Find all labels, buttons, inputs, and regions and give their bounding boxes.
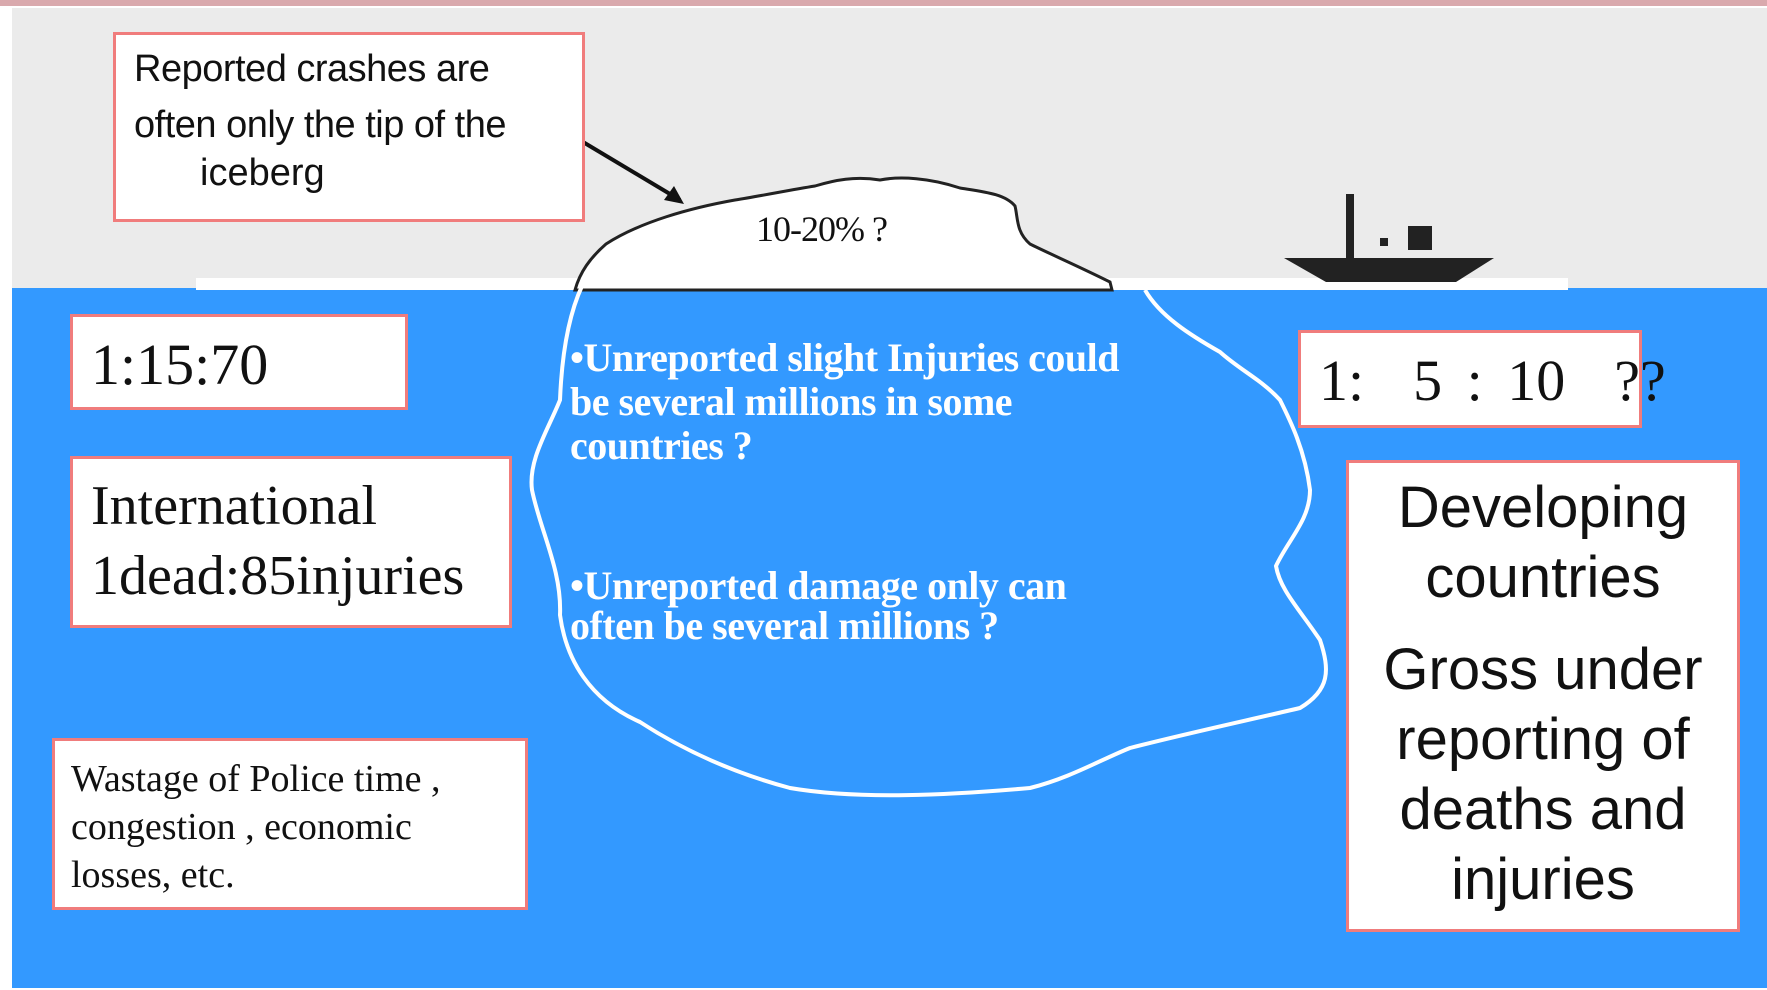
developing-countries-box: Developing countries Gross under reporti… [1346, 460, 1740, 932]
international-ratio-box: International 1dead:85injuries [70, 456, 512, 628]
callout-line-3: iceberg [200, 152, 325, 194]
callout-line-1: Reported crashes are [134, 48, 490, 90]
developing-body-line-1: Gross under [1383, 637, 1703, 702]
developing-body-line-3: deaths and [1399, 777, 1687, 842]
developing-heading: Developing countries [1349, 473, 1737, 613]
international-line-1: International [91, 475, 378, 537]
ratio-box-left: 1:15:70 [70, 314, 408, 410]
iceberg-tip [573, 176, 1114, 292]
callout-line-2: often only the tip of the [134, 104, 507, 146]
developing-body: Gross under reporting of deaths and inju… [1349, 635, 1737, 915]
unreported-injuries-line-2: be several millions in some [570, 379, 1013, 424]
ship-icon [1284, 194, 1494, 282]
developing-heading-line-2: countries [1425, 545, 1661, 610]
callout-tip-of-iceberg: Reported crashes are often only the tip … [113, 32, 585, 222]
unreported-damage-text: •Unreported damage only can often be sev… [570, 566, 1210, 646]
wastage-line-3: losses, etc. [71, 854, 235, 896]
wastage-line-2: congestion , economic [71, 806, 412, 848]
unreported-injuries-text: •Unreported slight Injuries could be sev… [570, 336, 1210, 468]
wastage-box: Wastage of Police time , congestion , ec… [52, 738, 528, 910]
unreported-damage-line-1: •Unreported damage only can [570, 563, 1067, 608]
iceberg-underwater-outline [529, 285, 1328, 798]
unreported-damage-line-2: often be several millions ? [570, 603, 999, 648]
international-line-2: 1dead:85injuries [91, 545, 465, 607]
wastage-line-1: Wastage of Police time , [71, 758, 441, 800]
ratio-box-right: 1: 5 : 10 ?? [1298, 330, 1666, 428]
pointer-arrow-head [664, 186, 684, 204]
pointer-arrow-line [581, 140, 682, 202]
unreported-injuries-line-1: •Unreported slight Injuries could [570, 335, 1120, 380]
developing-body-line-2: reporting of [1396, 707, 1690, 772]
developing-heading-line-1: Developing [1397, 475, 1689, 540]
developing-body-line-4: injuries [1451, 847, 1635, 912]
tip-percentage-label: 10-20% ? [756, 209, 888, 249]
unreported-injuries-line-3: countries ? [570, 423, 753, 468]
top-rule [0, 0, 1767, 6]
